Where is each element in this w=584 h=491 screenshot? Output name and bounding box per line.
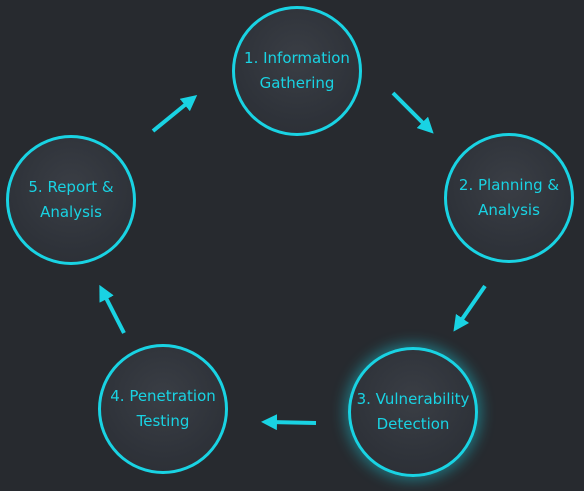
stage-penetration-testing: 4. Penetration Testing <box>98 344 228 474</box>
stage-label: 1. Information Gathering <box>244 49 350 92</box>
arrow-3-to-4 <box>261 414 317 431</box>
arrow-5-to-1 <box>151 94 198 133</box>
stage-label: 4. Penetration Testing <box>110 387 216 430</box>
arrow-1-to-2 <box>391 91 434 134</box>
arrow-2-to-3 <box>453 284 487 332</box>
stage-label: 5. Report & Analysis <box>28 178 114 221</box>
arrow-4-to-5 <box>99 284 126 334</box>
stage-planning-analysis: 2. Planning & Analysis <box>444 133 574 263</box>
stage-label: 3. Vulnerability Detection <box>356 390 470 433</box>
stage-label: 2. Planning & Analysis <box>458 176 560 219</box>
stage-vulnerability-detection: 3. Vulnerability Detection <box>348 347 478 477</box>
stage-report-analysis: 5. Report & Analysis <box>6 135 136 265</box>
stage-information-gathering: 1. Information Gathering <box>232 6 362 136</box>
